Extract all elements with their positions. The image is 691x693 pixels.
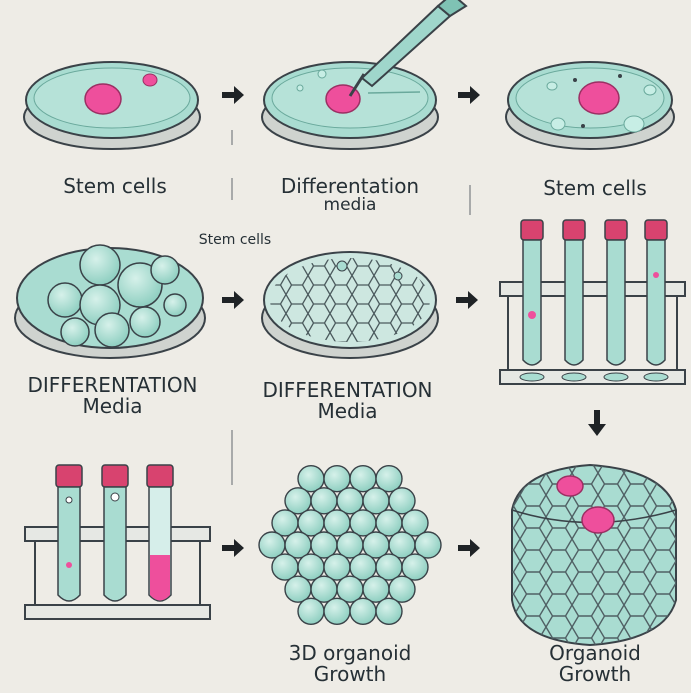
organoid-cell <box>401 553 429 581</box>
organoid-cell <box>375 597 403 625</box>
petri-dish-stem-cells-1 <box>23 61 201 150</box>
organoid-cell <box>401 509 429 537</box>
organoid-cell <box>297 597 325 625</box>
right-arrow-icon <box>458 86 480 104</box>
down-arrow-icon <box>588 410 606 436</box>
divider-lines <box>231 130 471 485</box>
organoid-cell <box>349 597 377 625</box>
label-differentiation-media-3: DIFFERENTATION Media <box>262 378 433 423</box>
label-stem-cells-1: Stem cells <box>63 174 167 198</box>
test-tube-rack-3 <box>24 464 211 620</box>
label-3d-organoid-growth: 3D organoid Growth <box>288 641 412 686</box>
label-stem-cells-2: Stem cells <box>543 176 647 200</box>
right-arrow-icon <box>222 86 244 104</box>
test-tube-icon <box>644 219 668 366</box>
test-tube-rack-4 <box>499 219 686 385</box>
petri-dish-cell-clusters <box>14 244 206 359</box>
stem-cell <box>84 83 122 115</box>
pipette-icon <box>348 0 468 97</box>
label-organoid-growth: Organoid Growth <box>549 641 641 686</box>
organoid-scaffold-block <box>511 463 677 647</box>
right-arrow-icon <box>222 291 244 309</box>
organoid-cell <box>375 465 403 493</box>
petri-dish-differentiation-media-1 <box>261 61 439 150</box>
organoid-cell <box>323 597 351 625</box>
right-arrow-icon <box>458 539 480 557</box>
petri-dish-stem-cells-2 <box>505 61 675 150</box>
test-tube-icon <box>55 464 83 602</box>
organoid-cell <box>414 531 442 559</box>
label-differentiation-media-2: DIFFERENTATION Media <box>27 373 198 418</box>
test-tube-icon <box>146 464 174 602</box>
test-tube-icon <box>101 464 129 602</box>
organoid-cell <box>388 487 416 515</box>
right-arrow-icon <box>456 291 478 309</box>
test-tube-icon <box>562 219 586 366</box>
organoid-sphere-cluster <box>258 465 442 625</box>
test-tube-icon <box>520 219 544 366</box>
right-arrow-icon <box>222 539 244 557</box>
organoid-cell <box>388 575 416 603</box>
petri-dish-hexagonal-scaffold <box>261 251 439 359</box>
label-differentiation-media-1: Differentation media <box>280 174 420 215</box>
caption-stem-cells: Stem cells <box>198 232 272 248</box>
test-tube-icon <box>604 219 628 366</box>
